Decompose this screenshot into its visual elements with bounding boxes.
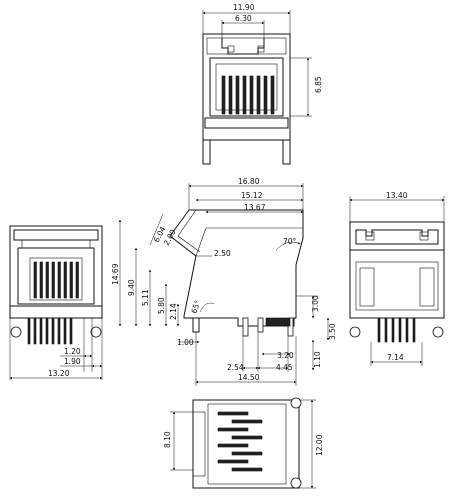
front-right-pins (377, 317, 416, 343)
dim-side-height-total: 14.69 (111, 263, 120, 285)
top-view: 11.90 6.30 6.85 (202, 3, 323, 165)
dim-side-angle-deg: 70° (283, 237, 297, 246)
front-left-view: 1.20 1.90 13.20 (9, 225, 103, 380)
dim-side-height-mid: 9.40 (127, 279, 136, 296)
dim-side-pin-spacing: 2.54 (227, 363, 244, 372)
front-left-contacts (33, 261, 79, 299)
front-right-view: 13.40 7.14 (349, 191, 445, 366)
dim-top-width: 11.90 (233, 3, 255, 12)
top-view-contacts (221, 75, 275, 115)
bottom-view: 8.10 12.00 (163, 397, 324, 489)
dim-top-height: 6.85 (314, 76, 323, 93)
side-view: 16.80 15.12 13.67 6.04 2.00 2.50 70° 14.… (111, 177, 337, 386)
dim-top-inner: 6.30 (235, 14, 252, 23)
dim-side-pin-pitch: 3.50 (328, 323, 337, 340)
dim-front-right-pin-span: 7.14 (387, 353, 404, 362)
dim-side-pin-len: 3.00 (311, 295, 320, 312)
dim-side-height-lower: 5.11 (141, 289, 150, 306)
dim-side-height-tiny: 2.14 (169, 303, 178, 320)
dim-side-height-small: 5.80 (157, 297, 166, 314)
dim-bottom-height-total: 12.00 (315, 434, 324, 456)
dim-front-pitch-b: 1.90 (64, 357, 81, 366)
dim-bottom-height-inner: 8.10 (163, 431, 172, 448)
front-left-pins (27, 317, 73, 345)
dim-side-length-top: 16.80 (238, 177, 260, 186)
dim-side-pin-b: 1.10 (313, 351, 322, 368)
dim-front-right-width: 13.40 (386, 191, 408, 200)
dim-side-length-inner: 13.67 (244, 203, 266, 212)
dim-front-width: 13.20 (48, 369, 70, 378)
bottom-view-contacts (217, 411, 263, 472)
dim-front-pitch-a: 1.20 (64, 347, 81, 356)
dim-side-length-mid: 15.12 (241, 191, 263, 200)
dim-side-slot: 2.50 (214, 249, 231, 258)
dim-side-base-len: 14.50 (238, 373, 260, 382)
dim-side-angle-small: 65° (189, 299, 202, 315)
dim-side-pin-a: 3.20 (277, 351, 294, 360)
dim-side-offset-left: 1.00 (177, 338, 194, 347)
dim-side-pin-spacing-2: 4.45 (276, 363, 293, 372)
